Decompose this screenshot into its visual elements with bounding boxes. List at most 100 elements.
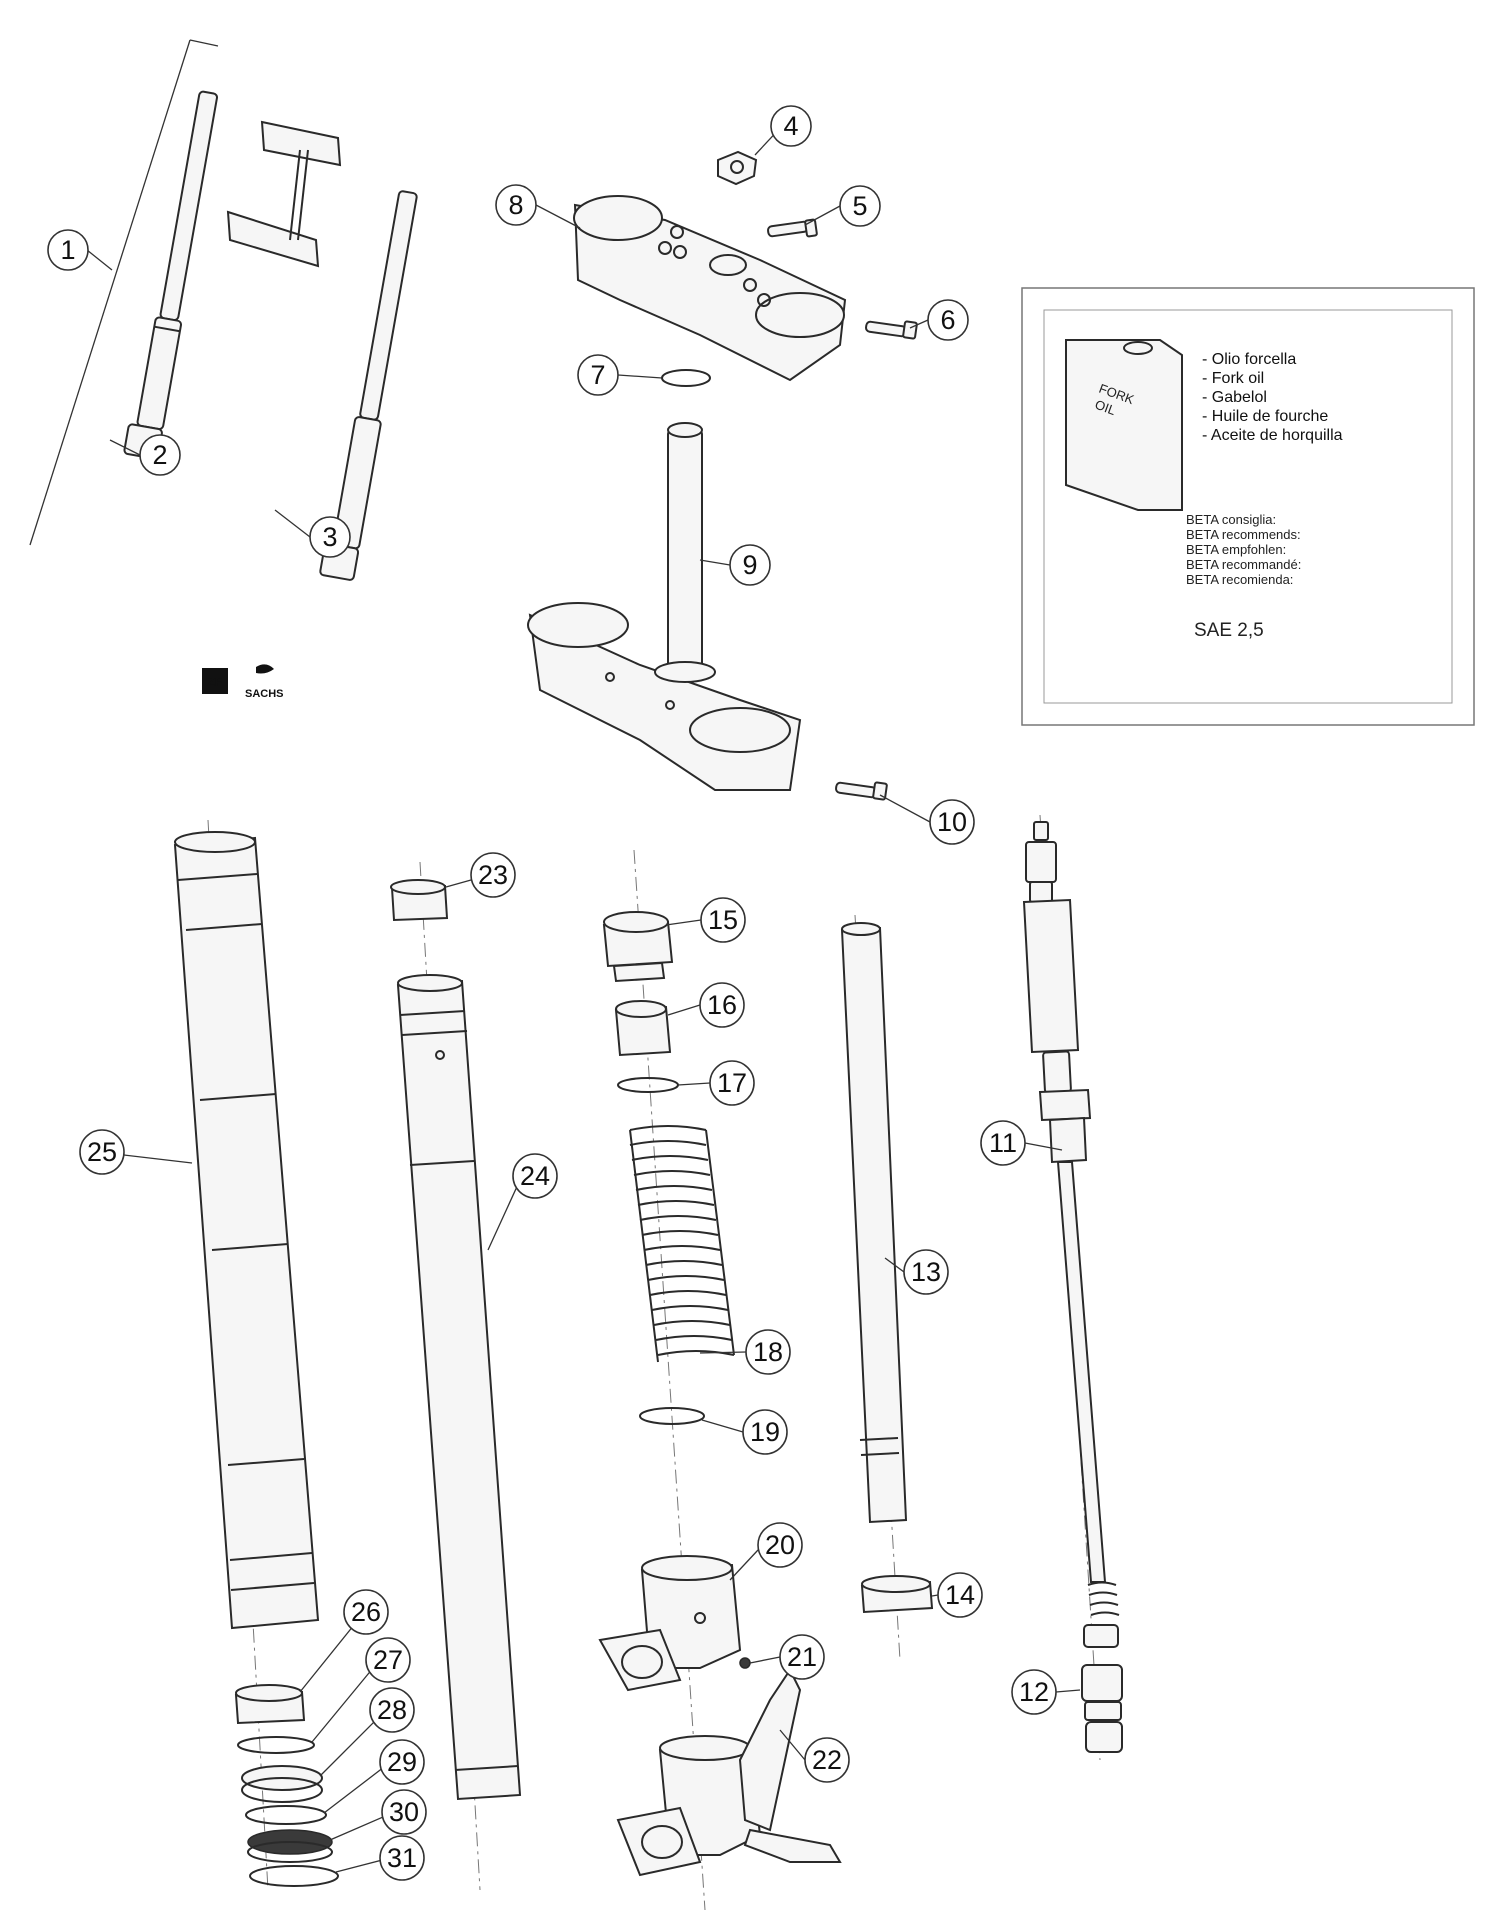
callout-2: 2: [139, 434, 181, 476]
steering-nut: [717, 150, 758, 186]
upper-triple-clamp: [573, 195, 847, 382]
damper-tube: [840, 922, 908, 1524]
svg-text:2: 2: [152, 440, 167, 470]
seal-clip: [245, 1805, 327, 1825]
svg-text:25: 25: [87, 1137, 117, 1167]
callout-30: 30: [381, 1789, 427, 1835]
svg-text:27: 27: [373, 1645, 403, 1675]
svg-text:ZF: ZF: [208, 675, 223, 689]
callout-6: 6: [927, 299, 969, 341]
recommends-fr: BETA recommandé:: [1186, 557, 1301, 572]
svg-text:OIL: OIL: [1093, 397, 1118, 418]
svg-text:21: 21: [787, 1642, 817, 1672]
callout-27: 27: [365, 1637, 411, 1683]
svg-text:14: 14: [945, 1580, 975, 1610]
o-ring: [661, 369, 711, 387]
zf-logo: ZF: [202, 668, 228, 694]
sachs-logo: SACHS: [245, 664, 284, 700]
callout-18: 18: [745, 1329, 791, 1375]
recommends-it: BETA consiglia:: [1186, 512, 1276, 527]
callout-26: 26: [343, 1589, 389, 1635]
callout-4: 4: [770, 105, 812, 147]
oil-name-es: - Aceite de horquilla: [1202, 427, 1343, 444]
callout-5: 5: [839, 185, 881, 227]
callout-3: 3: [309, 516, 351, 558]
svg-text:19: 19: [750, 1417, 780, 1447]
svg-text:17: 17: [717, 1068, 747, 1098]
compression-nut: [614, 1000, 672, 1057]
svg-text:15: 15: [708, 905, 738, 935]
circlip: [249, 1865, 339, 1887]
lower-triple-clamp-stem: [527, 422, 802, 791]
callout-21: 21: [779, 1634, 825, 1680]
outer-fork-tube: [173, 831, 320, 1630]
inner-fork-tube: [396, 974, 522, 1801]
svg-text:28: 28: [377, 1695, 407, 1725]
damper-cartridge: [1022, 821, 1120, 1648]
svg-text:24: 24: [520, 1161, 550, 1191]
callout-12: 12: [1011, 1669, 1057, 1715]
callout-10: 10: [929, 799, 975, 845]
svg-text:29: 29: [387, 1747, 417, 1777]
callout-8: 8: [495, 184, 537, 226]
oil-seal: [241, 1765, 323, 1803]
callout-15: 15: [700, 897, 746, 943]
callout-28: 28: [369, 1687, 415, 1733]
callout-11: 11: [980, 1120, 1026, 1166]
callout-24: 24: [512, 1153, 558, 1199]
svg-text:8: 8: [508, 190, 523, 220]
svg-text:9: 9: [742, 550, 757, 580]
clamp-bolt-side: [865, 320, 918, 340]
upper-bushing: [390, 879, 449, 922]
callout-1: 1: [47, 229, 89, 271]
svg-text:6: 6: [940, 305, 955, 335]
fork-oil-info-box: FORK OIL - Olio forcella - Fork oil - Ga…: [1021, 287, 1475, 726]
svg-text:23: 23: [478, 860, 508, 890]
oil-name-de: - Gabelol: [1202, 389, 1267, 406]
callout-29: 29: [379, 1739, 425, 1785]
oil-name-it: - Olio forcella: [1202, 351, 1296, 368]
callout-20: 20: [757, 1522, 803, 1568]
callout-31: 31: [379, 1835, 425, 1881]
svg-text:31: 31: [387, 1843, 417, 1873]
dust-seal: [247, 1829, 333, 1863]
oil-name-en: - Fork oil: [1202, 370, 1264, 387]
svg-text:30: 30: [389, 1797, 419, 1827]
fork-foot: [598, 1555, 742, 1692]
svg-text:7: 7: [590, 360, 605, 390]
check-ball: [739, 1657, 751, 1669]
svg-text:22: 22: [812, 1745, 842, 1775]
retaining-ring: [639, 1407, 705, 1425]
svg-text:16: 16: [707, 990, 737, 1020]
clamp-bolt-lower: [835, 781, 888, 801]
svg-text:11: 11: [989, 1128, 1017, 1158]
spring-washer: [617, 1077, 679, 1093]
svg-text:3: 3: [322, 522, 337, 552]
fork-assembly-overview: [29, 39, 418, 581]
damper-tube-nut: [860, 1575, 934, 1614]
svg-text:20: 20: [765, 1530, 795, 1560]
oil-name-fr: - Huile de fourche: [1202, 408, 1328, 425]
fork-spring: [629, 1125, 735, 1363]
recommends-en: BETA recommends:: [1186, 527, 1301, 542]
callout-9: 9: [729, 544, 771, 586]
oil-grade: SAE 2,5: [1194, 620, 1264, 641]
callout-14: 14: [937, 1572, 983, 1618]
svg-text:SACHS: SACHS: [245, 688, 284, 700]
svg-text:26: 26: [351, 1597, 381, 1627]
callout-23: 23: [470, 852, 516, 898]
callout-19: 19: [742, 1409, 788, 1455]
svg-text:10: 10: [937, 807, 967, 837]
callout-7: 7: [577, 354, 619, 396]
clamp-bolt-upper: [767, 218, 818, 238]
base-valve: [1081, 1664, 1123, 1753]
oil-can-icon: FORK OIL: [1065, 339, 1183, 511]
recommends-de: BETA empfohlen:: [1186, 542, 1286, 557]
callout-22: 22: [804, 1737, 850, 1783]
svg-text:12: 12: [1019, 1677, 1049, 1707]
guide-bushing: [234, 1684, 306, 1725]
svg-text:18: 18: [753, 1337, 783, 1367]
recommends-es: BETA recomienda:: [1186, 572, 1293, 587]
callout-25: 25: [79, 1129, 125, 1175]
